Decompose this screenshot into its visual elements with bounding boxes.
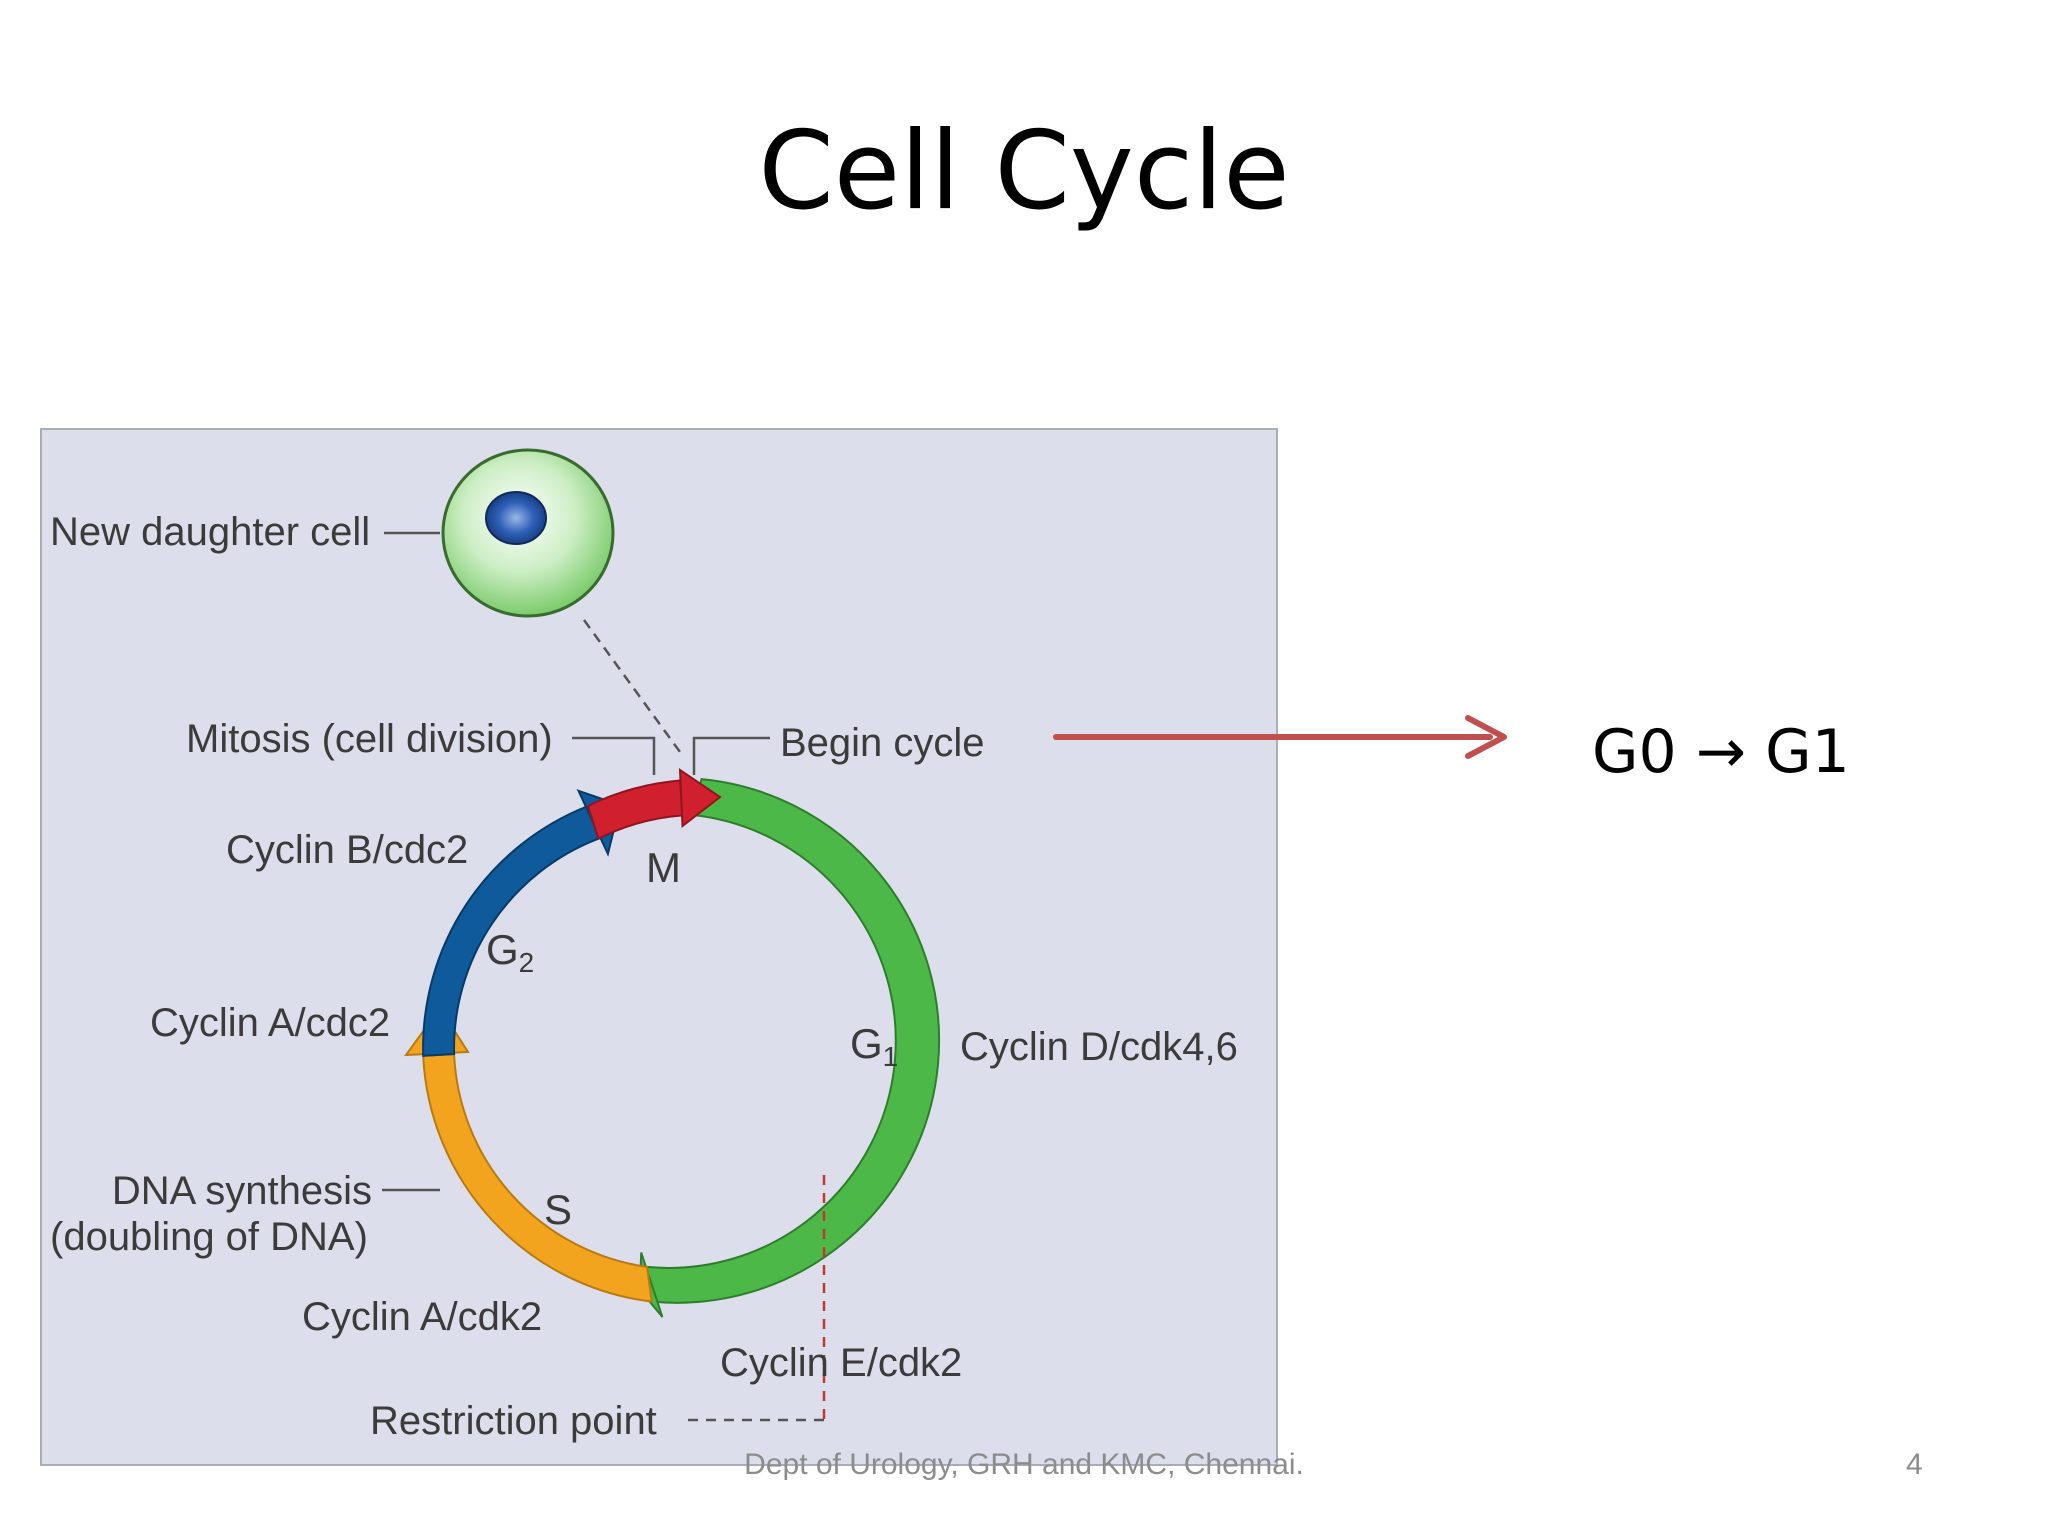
label-cyclin-b: Cyclin B/cdc2 bbox=[226, 828, 468, 872]
footer-text: Dept of Urology, GRH and KMC, Chennai. bbox=[744, 1448, 1304, 1481]
phase-g1-label: G1 bbox=[850, 1020, 898, 1072]
cycle-ring bbox=[403, 768, 941, 1318]
label-dna-synthesis-2: (doubling of DNA) bbox=[50, 1215, 368, 1259]
label-cyclin-d: Cyclin D/cdk4,6 bbox=[960, 1025, 1238, 1069]
label-restriction-point: Restriction point bbox=[370, 1399, 657, 1443]
phase-g1-letter: G bbox=[850, 1020, 883, 1067]
phase-s-label: S bbox=[544, 1186, 572, 1233]
page-number: 4 bbox=[1906, 1448, 1923, 1481]
label-dna-synthesis-1: DNA synthesis bbox=[112, 1169, 372, 1213]
phase-g2-letter: G bbox=[486, 926, 519, 973]
phase-g2-label: G2 bbox=[486, 926, 534, 978]
label-begin-cycle: Begin cycle bbox=[780, 721, 985, 765]
label-cyclin-e: Cyclin E/cdk2 bbox=[720, 1341, 962, 1385]
g1-arc bbox=[645, 778, 941, 1304]
mitosis-connector bbox=[572, 736, 656, 775]
g0-g1-annotation: G0 → G1 bbox=[1592, 717, 1850, 787]
phase-g2-subscript: 2 bbox=[519, 947, 535, 978]
label-mitosis: Mitosis (cell division) bbox=[186, 717, 553, 761]
begin-cycle-connector bbox=[692, 736, 770, 775]
s-arc bbox=[422, 1052, 653, 1303]
label-cyclin-a-cdc2: Cyclin A/cdc2 bbox=[150, 1001, 390, 1045]
daughter-cell-dashed-link bbox=[582, 619, 682, 753]
m-arrowhead bbox=[678, 768, 722, 828]
pointer-arrow bbox=[1053, 715, 1507, 759]
m-arc bbox=[586, 779, 684, 841]
slide-title: Cell Cycle bbox=[758, 109, 1290, 234]
label-cyclin-a-cdk2: Cyclin A/cdk2 bbox=[302, 1295, 542, 1339]
phase-m-label: M bbox=[646, 844, 681, 891]
phase-g1-subscript: 1 bbox=[883, 1041, 899, 1072]
label-new-daughter-cell: New daughter cell bbox=[50, 510, 370, 554]
daughter-cell bbox=[441, 448, 615, 618]
